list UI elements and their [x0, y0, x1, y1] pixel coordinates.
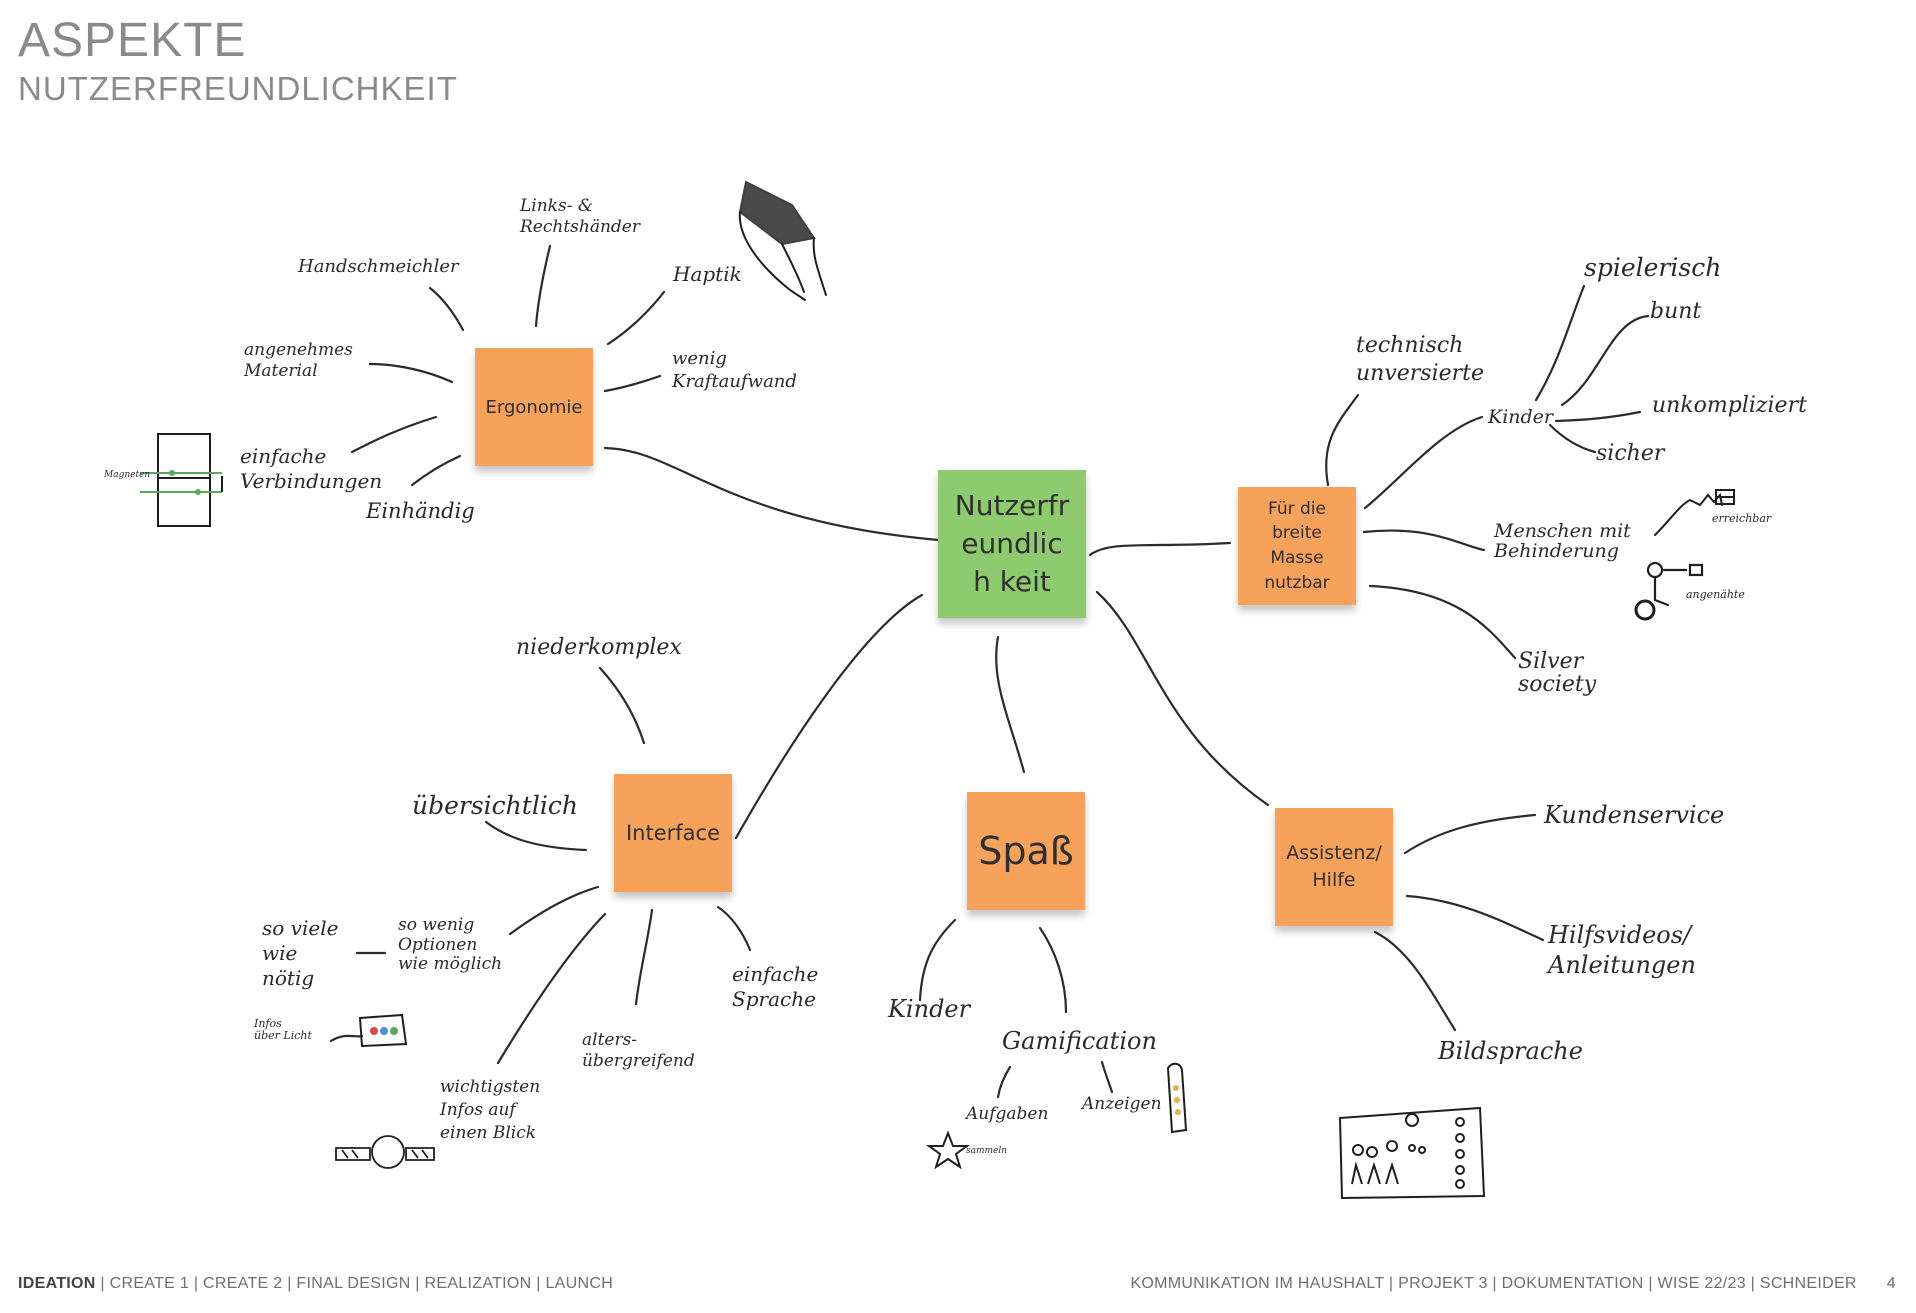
connector-bildsprache [1373, 930, 1457, 1032]
connector-einhaendig [410, 454, 462, 487]
connector-central-ergonomie [603, 446, 940, 542]
page-header: ASPEKTE NUTZERFREUNDLICHKEIT [18, 14, 458, 108]
note-sicher: sicher [1596, 441, 1665, 466]
note-hilfsvideos: Hilfsvideos/ Anleitungen [1548, 921, 1696, 979]
note-haptik: Haptik [673, 262, 742, 286]
page-subtitle: NUTZERFREUNDLICHKEIT [18, 70, 458, 108]
connector-unkompliziert [1554, 410, 1642, 423]
note-silver-society: Silver society [1518, 649, 1597, 698]
note-aufgaben: Aufgaben [966, 1104, 1049, 1124]
note-magneten: Magneten [104, 470, 151, 480]
pictogram-panel-sketch [1338, 1106, 1486, 1200]
connector-uebersichtlich [484, 820, 588, 852]
connector-kundenservice [1403, 813, 1537, 855]
footer-phase-nav: IDEATION | CREATE 1 | CREATE 2 | FINAL D… [18, 1275, 613, 1293]
note-uebersichtlich: übersichtlich [412, 791, 578, 820]
connector-central-spass [995, 635, 1026, 774]
note-kinder-spass: Kinder [888, 995, 971, 1023]
hand-with-brush-sketch [738, 180, 827, 301]
note-wenig-kraftaufwand: wenig Kraftaufwand [672, 348, 797, 392]
connector-sicher [1548, 423, 1597, 454]
node-assistenz: Assistenz/ Hilfe [1275, 808, 1393, 926]
connector-kinder-spass [918, 918, 957, 1002]
connector-gamification [1038, 926, 1068, 1014]
footer-active-phase: IDEATION [18, 1275, 96, 1292]
note-einhaendig: Einhändig [366, 499, 475, 523]
node-spass-label: Spaß [978, 829, 1074, 873]
connector-silver [1368, 584, 1517, 660]
footer-project: KOMMUNIKATION IM HAUSHALT | PROJEKT 3 | … [1130, 1275, 1857, 1292]
note-so-viele-wie-noetig: so viele wie nötig [262, 916, 339, 990]
connector-central-breite [1088, 541, 1232, 557]
note-angenaehte: angenähte [1686, 588, 1745, 601]
central-node-nutzerfreundlichkeit: Nutzerfr eundlich keit [938, 470, 1086, 618]
note-erreichbar: erreichbar [1712, 512, 1772, 525]
wheelchair-sketch [1634, 561, 1704, 621]
node-interface-label: Interface [625, 821, 721, 845]
node-breite-masse-label: Für die breite Masse nutzbar [1264, 498, 1330, 593]
node-ergonomie-label: Ergonomie [485, 396, 583, 418]
note-gamification: Gamification [1002, 1027, 1157, 1055]
connector-haptik [606, 290, 666, 346]
connector-verbindungen [350, 415, 438, 454]
note-einfache-sprache: einfache Sprache [732, 962, 819, 1011]
node-interface: Interface [614, 774, 732, 892]
note-sammeln: sammeln [966, 1146, 1008, 1156]
note-bildsprache: Bildsprache [1438, 1037, 1583, 1065]
reach-hand-sketch [1654, 489, 1735, 536]
note-technisch-unversierte: technisch unversierte [1356, 333, 1485, 386]
connector-central-assistenz [1095, 590, 1270, 807]
note-niederkomplex: niederkomplex [516, 635, 682, 660]
note-links-rechtshaender: Links- & Rechtshänder [520, 196, 640, 238]
light-device-sketch [358, 1013, 408, 1048]
connector-niederkomplex [598, 666, 646, 745]
note-so-wenig-optionen: so wenig Optionen wie möglich [398, 915, 503, 975]
note-alters-uebergreifend: alters- übergreifend [582, 1030, 695, 1072]
connector-kinder-breite [1363, 415, 1484, 510]
node-spass: Spaß [967, 792, 1085, 910]
connector-aufgaben [996, 1065, 1012, 1099]
page-title: ASPEKTE [18, 14, 247, 67]
note-unkompliziert: unkompliziert [1652, 393, 1807, 418]
footer-project-info: KOMMUNIKATION IM HAUSHALT | PROJEKT 3 | … [1130, 1275, 1896, 1293]
node-breite-masse: Für die breite Masse nutzbar [1238, 487, 1356, 605]
connector-technisch [1325, 393, 1360, 487]
star-sketch [925, 1130, 971, 1170]
note-bunt: bunt [1650, 299, 1702, 324]
central-node-label: Nutzerfr eundlich keit [954, 489, 1070, 598]
node-assistenz-label: Assistenz/ Hilfe [1286, 842, 1382, 891]
note-infos-ueber-licht: Infos über Licht [254, 1017, 312, 1043]
connector-sprache [716, 905, 752, 952]
connector-anzeigen [1100, 1060, 1114, 1094]
connector-licht [329, 1034, 364, 1043]
note-handschmeichler: Handschmeichler [298, 256, 459, 277]
connector-handschmeichler [428, 286, 465, 332]
connector-spielerisch [1534, 284, 1586, 402]
connector-alters [634, 908, 654, 1006]
connector-menschen [1362, 529, 1486, 552]
connector-links-rechts [534, 244, 552, 328]
note-einfache-verbindungen: einfache Verbindungen [240, 444, 383, 493]
node-ergonomie: Ergonomie [475, 348, 593, 466]
note-kinder-breite: Kinder [1488, 406, 1553, 428]
connector-bunt [1560, 314, 1650, 407]
connector-material [368, 362, 454, 384]
note-spielerisch: spielerisch [1584, 253, 1722, 282]
footer-phases: | CREATE 1 | CREATE 2 | FINAL DESIGN | R… [95, 1275, 614, 1292]
note-wichtigsten-infos: wichtigsten Infos auf einen Blick [440, 1077, 541, 1143]
note-angenehmes-material: angenehmes Material [244, 340, 353, 382]
connector-wichtigsten [496, 912, 607, 1065]
note-menschen-mit-behinderung: Menschen mit Behinderung [1494, 520, 1631, 562]
connector-hilfsvideos [1405, 894, 1545, 942]
display-sketch [335, 1135, 435, 1169]
connector-kraftaufwand [603, 374, 662, 393]
connector-central-interface [734, 593, 924, 840]
page-number: 4 [1886, 1275, 1896, 1292]
note-kundenservice: Kundenservice [1544, 801, 1725, 829]
magnet-connection-sketch [140, 433, 223, 527]
note-anzeigen: Anzeigen [1082, 1094, 1162, 1114]
connector-so-wenig [508, 885, 600, 936]
toothbrush-sketch [1166, 1062, 1188, 1134]
